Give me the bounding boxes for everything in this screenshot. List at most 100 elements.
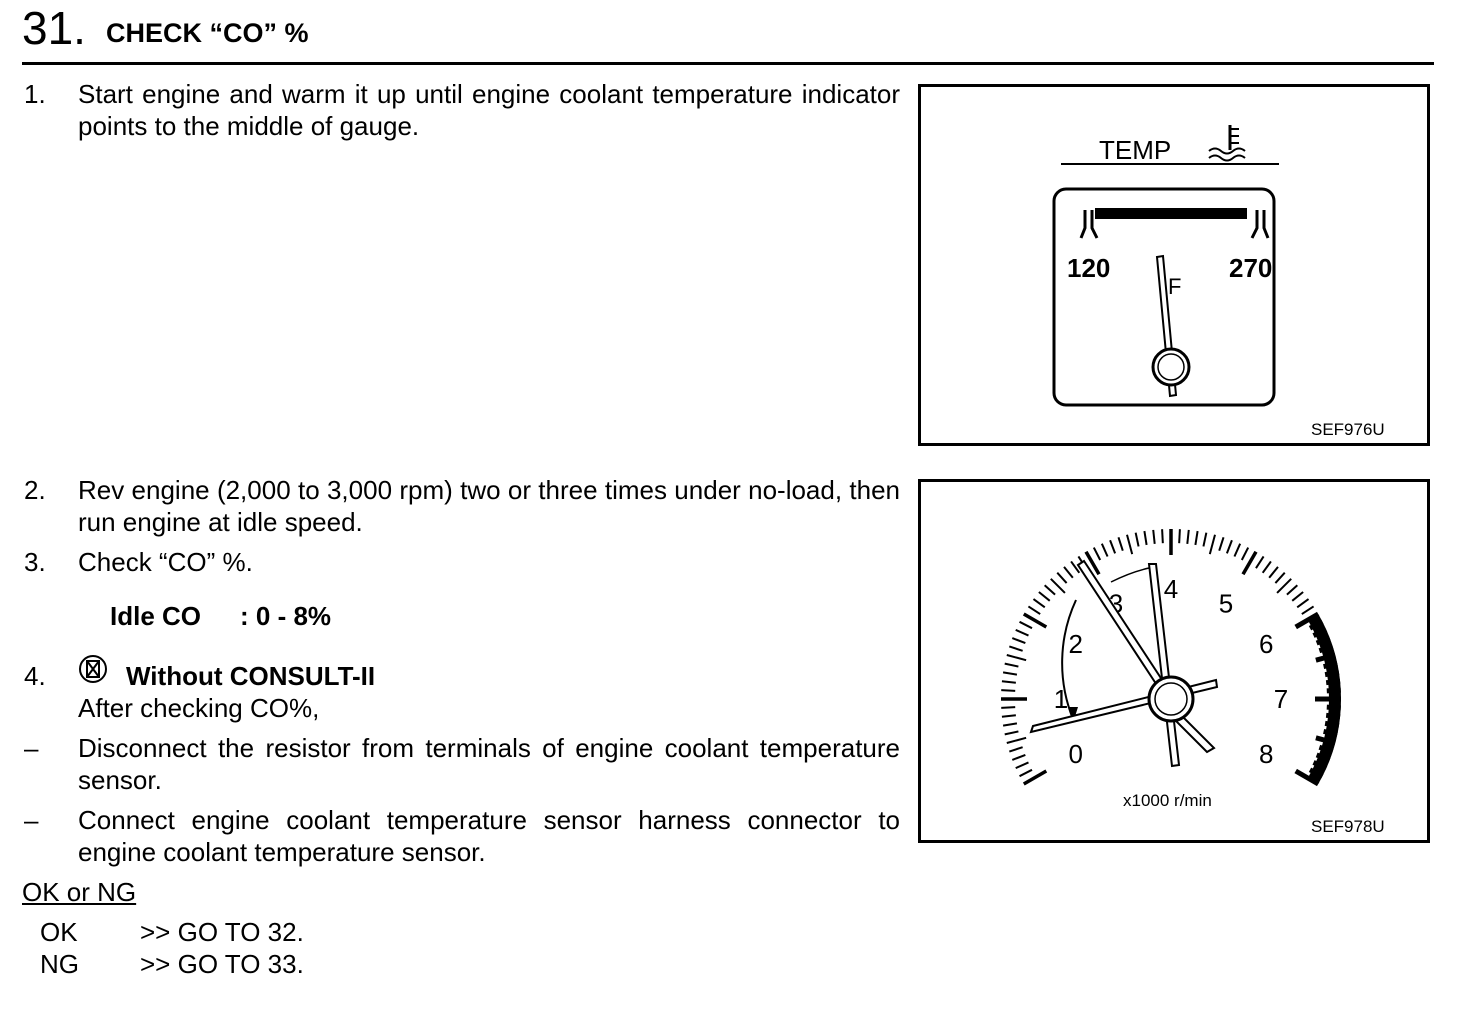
dial-number: 7 [1274, 684, 1288, 714]
dial-tick [1038, 591, 1051, 602]
dial-number: 6 [1259, 629, 1273, 659]
dial-tick [1301, 605, 1315, 615]
temp-right-value: 270 [1229, 253, 1272, 283]
dial-tick [1218, 537, 1225, 551]
temp-left-value: 120 [1067, 253, 1110, 283]
dial-tick [1100, 543, 1109, 557]
dial-tick [1011, 753, 1026, 761]
dial-tick [1022, 612, 1048, 629]
step-2-text: Rev engine (2,000 to 3,000 rpm) two or t… [78, 475, 900, 537]
result-ok-key: OK [40, 917, 78, 947]
step-3-text: Check “CO” %. [78, 547, 253, 577]
step-1-number: 1. [24, 79, 46, 109]
dial-tick [1126, 534, 1134, 555]
figure-code: SEF976U [1311, 420, 1385, 439]
needle-letter: F [1168, 274, 1181, 299]
consult-ii-crossed-icon [78, 654, 108, 684]
dial-tick [1134, 532, 1140, 547]
dial-tick [1019, 620, 1033, 630]
step-1-text: Start engine and warm it up until engine… [78, 79, 900, 141]
substep-1-marker: – [24, 733, 39, 763]
dial-tick [1015, 628, 1029, 637]
step-2-number: 2. [24, 475, 46, 505]
dial-tick [1202, 532, 1208, 547]
result-ng-action: >> GO TO 33. [140, 949, 304, 979]
dial-tick [1092, 547, 1102, 561]
dial-tick [1043, 584, 1056, 596]
dial-tick [1286, 584, 1299, 596]
step-4-title: Without CONSULT-II [126, 661, 376, 691]
dial-tick [1056, 571, 1068, 584]
red-zone-band [1307, 614, 1341, 784]
dial-tick [1161, 529, 1164, 544]
dial-tick [1032, 598, 1046, 609]
dial-number: 5 [1219, 589, 1233, 619]
dial-tick [1027, 605, 1041, 615]
dial-tick [1194, 530, 1199, 546]
dial-tick [1019, 768, 1033, 778]
temp-gauge-figure: TEMP 120 270 F SEF976U [918, 84, 1430, 446]
step-3-number: 3. [24, 547, 46, 577]
dial-tick [1070, 560, 1081, 574]
dial-tick [1261, 560, 1272, 574]
tachometer-ticks [1001, 529, 1341, 787]
gauge-scale-band [1095, 208, 1247, 219]
result-ng-key: NG [40, 949, 79, 979]
dial-tick [1004, 662, 1019, 668]
step-4-number: 4. [24, 661, 46, 691]
dial-tick [1276, 578, 1292, 594]
dial-number: 4 [1164, 574, 1178, 604]
dial-tick [1208, 534, 1216, 555]
temp-label: TEMP [1099, 135, 1171, 165]
dial-tick [1001, 714, 1016, 718]
dial-tick [1009, 645, 1023, 652]
dial-tick [1143, 530, 1148, 546]
dial-tick [1001, 680, 1016, 684]
figure-code: SEF978U [1311, 817, 1385, 836]
dial-number: 2 [1069, 629, 1083, 659]
dial-tick [1009, 746, 1023, 753]
dial-tick [1004, 730, 1019, 736]
dial-tick [1006, 736, 1027, 744]
decision-title: OK or NG [22, 877, 137, 907]
dial-tick [1001, 689, 1016, 692]
gauge-face [1052, 187, 1276, 407]
dial-tick [1225, 539, 1233, 554]
dial-tick [1015, 761, 1029, 770]
dial-tick [1240, 547, 1250, 561]
tacho-unit: x1000 r/min [1123, 791, 1212, 810]
step-4-text: After checking CO%, [78, 693, 320, 723]
dial-tick [1006, 654, 1027, 662]
dial-tick [1109, 539, 1117, 554]
dial-tick [1002, 671, 1018, 676]
dial-number: 0 [1069, 739, 1083, 769]
dial-tick [1274, 571, 1286, 584]
dial-tick [1291, 591, 1304, 602]
spec-label: Idle CO [110, 601, 202, 631]
dial-tick [1063, 566, 1074, 579]
needle-sweep-arrow [1061, 599, 1077, 720]
dial-tick [1186, 529, 1190, 544]
dial-tick [1178, 529, 1181, 544]
section-title: CHECK “CO” % [106, 18, 309, 48]
dial-tick [1152, 529, 1156, 544]
dial-tick [1241, 550, 1258, 576]
dial-tick [1268, 566, 1279, 579]
dial-tick [1117, 537, 1124, 551]
dial-tick [1002, 722, 1018, 727]
dial-number: 8 [1259, 739, 1273, 769]
substep-1-text: Disconnect the resistor from terminals o… [78, 733, 900, 795]
spec-value: : 0 - 8% [240, 601, 332, 631]
dial-tick [1296, 598, 1310, 609]
dial-tick [1001, 706, 1016, 709]
dial-tick [1084, 550, 1101, 576]
header-divider [22, 62, 1434, 65]
substep-2-text: Connect engine coolant temperature senso… [78, 805, 900, 867]
dial-tick [1294, 611, 1320, 630]
dial-tick [1233, 543, 1242, 557]
dial-tick [1011, 637, 1026, 645]
dial-tick [1050, 578, 1066, 594]
coolant-temperature-icon [1208, 125, 1246, 162]
